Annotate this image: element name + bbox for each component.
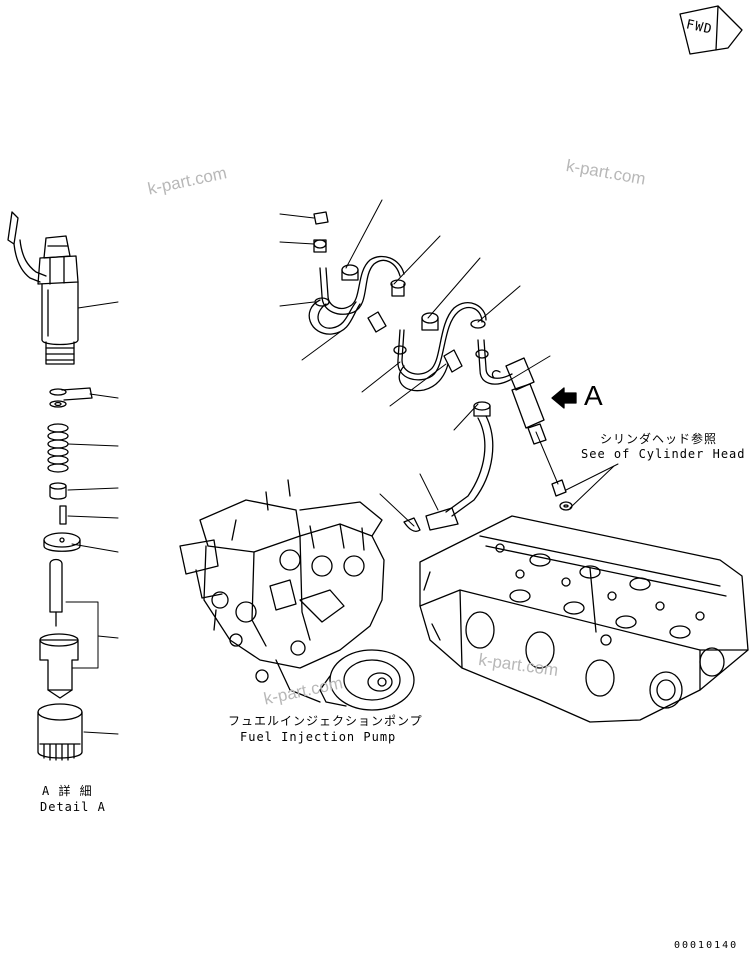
fuel-pump-label-jp: フュエルインジェクションポンプ <box>228 714 423 728</box>
view-a-label: A <box>584 380 603 411</box>
injector-washer-parts <box>49 387 93 408</box>
cylinder-head-ref-jp: シリンダヘッド参照 <box>600 432 718 446</box>
injection-pipes <box>308 211 513 392</box>
fwd-compass-icon <box>679 5 743 55</box>
cylinder-head-ref-en: See of Cylinder Head <box>581 447 746 461</box>
injector-nozzle-holder <box>7 211 79 365</box>
injector-spring <box>47 423 69 473</box>
return-hose <box>403 401 494 532</box>
main-view-leaders <box>279 199 619 527</box>
nozzle-needle <box>49 558 63 627</box>
fuel-pump-label-en: Fuel Injection Pump <box>240 730 397 744</box>
view-a-arrow-icon <box>551 387 577 409</box>
retaining-nut <box>37 703 83 761</box>
detail-a-label-en: Detail A <box>40 800 106 814</box>
cylinder-head <box>419 515 749 723</box>
detail-a-label-jp: A 詳 細 <box>42 784 93 798</box>
drawing-number: 00010140 <box>674 940 739 951</box>
detail-a-leaders <box>65 301 119 735</box>
injector-seat-parts <box>551 479 573 511</box>
nozzle-body <box>39 633 79 699</box>
spring-seat <box>49 482 67 500</box>
injector-assembly <box>491 357 547 445</box>
push-rod <box>59 505 67 525</box>
distance-piece <box>43 532 81 552</box>
fuel-injection-pump <box>179 479 415 711</box>
